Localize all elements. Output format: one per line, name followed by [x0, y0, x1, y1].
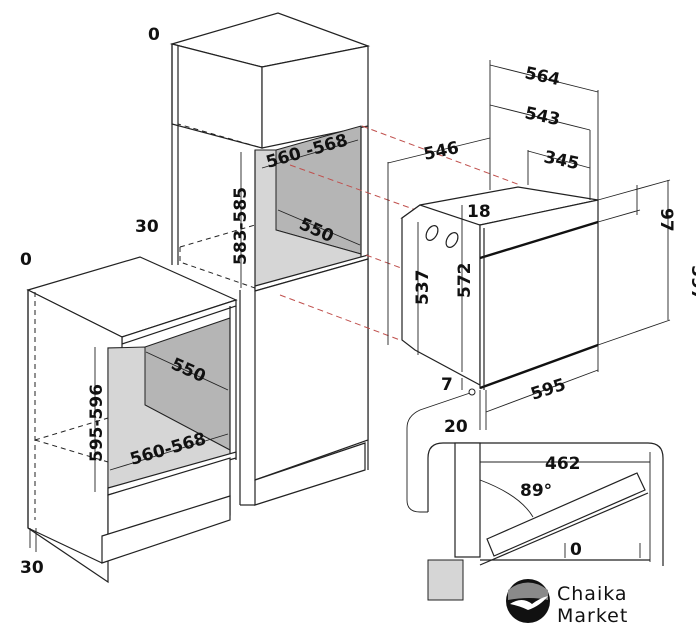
brand-logo: Chaika Market [506, 579, 628, 627]
label-oven-total-depth: 564 [523, 63, 562, 90]
label-oven-total-height: 597 [687, 265, 696, 301]
projection-lines [279, 125, 521, 341]
vent-slot [425, 225, 439, 241]
label-base-niche-height: 595-596 [87, 384, 107, 462]
label-oven-width: 595 [528, 375, 568, 405]
base-cabinet [26, 256, 238, 584]
label-oven-bottom-offset: 7 [441, 375, 453, 395]
brand-name-line2: Market [557, 605, 628, 627]
label-door-floor-gap: 0 [570, 540, 582, 560]
tall-cabinet-lower-door [254, 258, 369, 481]
label-oven-body-depth: 543 [523, 103, 562, 130]
label-oven-top-offset: 18 [467, 202, 491, 222]
oven-body-side [401, 204, 481, 387]
brand-name-line1: Chaika [557, 583, 628, 605]
label-oven-side-depth: 546 [422, 138, 461, 165]
door-detail [427, 442, 664, 601]
oven-bottom-edge [479, 343, 599, 390]
control-panel-edge [479, 220, 599, 260]
label-base-gap-bottom: 30 [20, 558, 44, 578]
label-tall-gap-top: 0 [148, 25, 160, 45]
label-control-panel-height: 97 [656, 208, 676, 232]
label-door-open-angle: 89° [520, 481, 552, 501]
oven [400, 186, 599, 390]
vent-slot [445, 232, 459, 248]
label-oven-side-height: 537 [413, 270, 433, 306]
label-oven-front-height: 572 [455, 263, 475, 299]
label-door-open-length: 462 [545, 454, 581, 474]
label-tall-niche-height: 583-585 [231, 187, 251, 265]
label-base-gap-top: 0 [20, 250, 32, 270]
label-oven-rear-depth: 345 [542, 147, 581, 174]
oven-door-open [486, 472, 646, 557]
dimension-lines [29, 60, 671, 552]
label-front-thickness: 20 [444, 417, 468, 437]
label-tall-gap-side: 30 [135, 217, 159, 237]
